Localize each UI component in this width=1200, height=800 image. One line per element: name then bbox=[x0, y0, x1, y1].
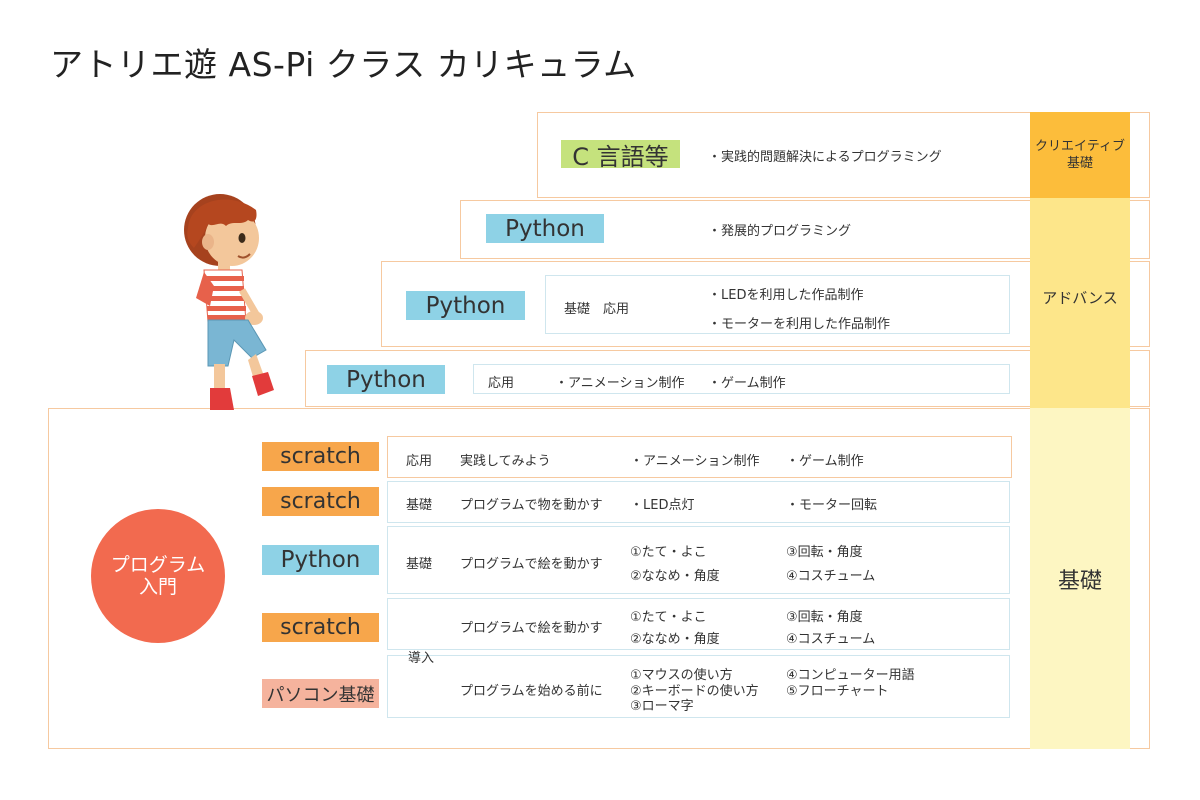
python-led-item-1: ・LEDを利用した作品制作 bbox=[708, 288, 864, 303]
mouth bbox=[237, 253, 251, 259]
intro-stage-label: 導入 bbox=[408, 651, 435, 666]
row-3-item-a1: ①たて・よこ bbox=[630, 545, 707, 560]
face bbox=[205, 210, 259, 266]
row-5-item-b2: ⑤フローチャート bbox=[786, 684, 889, 699]
python-applied-label: Python bbox=[327, 365, 445, 394]
python-applied-detail-box bbox=[473, 364, 1010, 394]
row-2-stage: 基礎 bbox=[406, 498, 433, 513]
row-4-item-b1: ③回転・角度 bbox=[786, 610, 863, 625]
level-basic-label: 基礎 bbox=[1057, 568, 1102, 594]
row-5-item-a1: ①マウスの使い方 bbox=[630, 668, 733, 683]
python-advanced-desc: ・発展的プログラミング bbox=[708, 224, 852, 239]
python-led-label: Python bbox=[406, 291, 525, 320]
row-4-item-a2: ②ななめ・角度 bbox=[630, 632, 720, 647]
python-applied-item-1: ・アニメーション制作 bbox=[555, 376, 685, 391]
python-led-item-2: ・モーターを利用した作品制作 bbox=[708, 317, 891, 332]
level-creative-label: クリエイティブ 基礎 bbox=[1035, 139, 1125, 171]
row-5-topic: プログラムを始める前に bbox=[460, 684, 603, 699]
row-2-item-a: ・LED点灯 bbox=[630, 498, 695, 513]
row-4-topic: プログラムで絵を動かす bbox=[460, 621, 603, 636]
python-basic-label: Python bbox=[262, 545, 379, 575]
pc-basics-label: パソコン基礎 bbox=[262, 679, 379, 708]
basic-row-5-box bbox=[387, 655, 1010, 718]
leg-left bbox=[214, 364, 225, 390]
scratch-applied-label: scratch bbox=[262, 442, 379, 471]
python-advanced-label: Python bbox=[486, 214, 604, 243]
shoe-left bbox=[210, 388, 234, 410]
page-title: アトリエ遊 AS-Pi クラス カリキュラム bbox=[50, 45, 637, 84]
scratch-intro-label: scratch bbox=[262, 613, 379, 642]
c-language-label: C 言語等 bbox=[561, 140, 680, 171]
scratch-basic-label: scratch bbox=[262, 487, 379, 516]
arm bbox=[196, 272, 214, 306]
row-3-item-b2: ④コスチューム bbox=[786, 569, 876, 584]
neck bbox=[218, 262, 230, 270]
shorts bbox=[207, 319, 267, 367]
eye bbox=[238, 233, 246, 243]
level-advance-label: アドバンス bbox=[1042, 288, 1118, 307]
c-language-desc: ・実践的問題解決によるプログラミング bbox=[708, 150, 942, 165]
row-1-topic: 実践してみよう bbox=[460, 454, 551, 469]
shoe-right bbox=[252, 372, 274, 396]
python-led-stage: 基礎 応用 bbox=[564, 302, 630, 317]
python-led-detail-box bbox=[545, 275, 1010, 334]
row-5-item-a2: ②キーボードの使い方 bbox=[630, 684, 759, 699]
basic-row-2-box bbox=[387, 481, 1010, 523]
basic-row-4-box bbox=[387, 598, 1010, 650]
basic-row-1-box bbox=[387, 436, 1012, 478]
row-1-item-b: ・ゲーム制作 bbox=[786, 454, 864, 469]
row-4-item-b2: ④コスチューム bbox=[786, 632, 876, 647]
row-3-topic: プログラムで絵を動かす bbox=[460, 557, 603, 572]
ear bbox=[202, 234, 214, 250]
row-5-item-a3: ③ローマ字 bbox=[630, 699, 694, 714]
hand bbox=[245, 311, 263, 325]
python-applied-stage: 応用 bbox=[488, 376, 515, 391]
child-illustration bbox=[184, 194, 274, 410]
leg-right bbox=[248, 354, 264, 380]
row-2-topic: プログラムで物を動かす bbox=[460, 498, 603, 513]
programming-intro-circle: プログラム 入門 bbox=[91, 509, 225, 643]
row-3-item-b1: ③回転・角度 bbox=[786, 545, 863, 560]
row-1-stage: 応用 bbox=[406, 454, 433, 469]
row-5-item-b1: ④コンピューター用語 bbox=[786, 668, 915, 683]
basic-row-3-box bbox=[387, 526, 1010, 594]
programming-intro-label: プログラム 入門 bbox=[110, 554, 206, 598]
level-creative-bar: クリエイティブ 基礎 bbox=[1030, 112, 1130, 198]
python-applied-item-2: ・ゲーム制作 bbox=[708, 376, 786, 391]
row-3-item-a2: ②ななめ・角度 bbox=[630, 569, 720, 584]
level-advance-bar: アドバンス bbox=[1030, 198, 1130, 408]
row-2-item-b: ・モーター回転 bbox=[786, 498, 878, 513]
hair-front bbox=[187, 199, 257, 248]
level-basic-bar: 基礎 bbox=[1030, 408, 1130, 749]
row-3-stage: 基礎 bbox=[406, 557, 433, 572]
row-1-item-a: ・アニメーション制作 bbox=[630, 454, 760, 469]
row-4-item-a1: ①たて・よこ bbox=[630, 610, 707, 625]
